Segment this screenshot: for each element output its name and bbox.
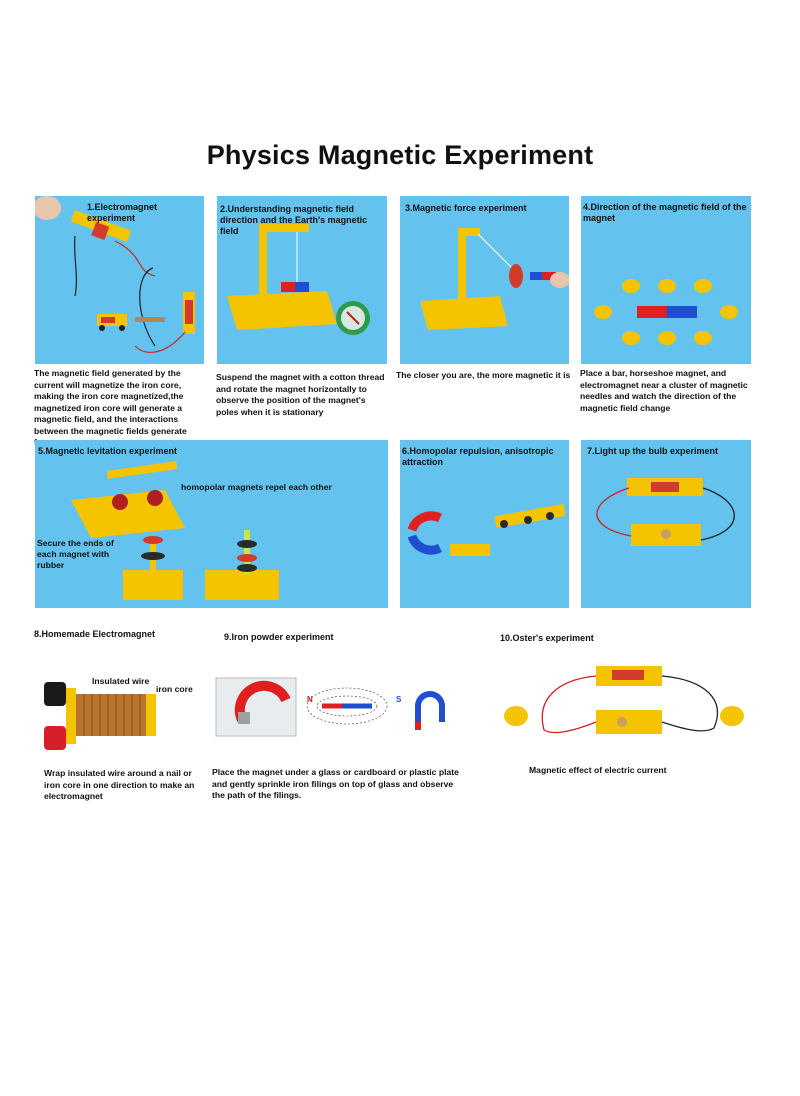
experiment-2-title: 2.Understanding magnetic field direction… <box>220 204 368 236</box>
experiment-3-panel: 3.Magnetic force experiment <box>400 196 569 364</box>
experiment-8-title: 8.Homemade Electromagnet <box>34 629 156 639</box>
experiment-9-title: 9.Iron powder experiment <box>224 632 334 642</box>
experiment-5-title: 5.Magnetic levitation experiment <box>38 446 178 456</box>
repulsion-illustration <box>407 504 566 556</box>
experiment-3-title: 3.Magnetic force experiment <box>405 203 527 213</box>
oersted-illustration <box>504 666 744 734</box>
rubber-label: Secure the ends of each magnet with rubb… <box>37 538 114 570</box>
levitation-illustration <box>71 461 279 600</box>
experiment-4-title: 4.Direction of the magnetic field of the… <box>583 202 747 223</box>
iron-powder-illustration <box>215 677 445 737</box>
electromagnet-illustration <box>35 196 195 353</box>
experiment-1-panel: 1.Electromagnet experiment <box>35 196 204 364</box>
experiment-10-description: Magnetic effect of electric current <box>529 765 667 775</box>
repel-label: homopolar magnets repel each other <box>181 482 332 492</box>
experiment-10-title: 10.Oster's experiment <box>500 633 594 643</box>
experiment-1-description: The magnetic field generated by the curr… <box>34 368 187 447</box>
bulb-circuit-illustration <box>596 478 735 546</box>
experiment-9-description: Place the magnet under a glass or cardbo… <box>212 767 459 800</box>
experiment-7-title: 7.Light up the bulb experiment <box>587 446 719 456</box>
experiment-4-panel: 4.Direction of the magnetic field of the… <box>581 196 751 364</box>
magnetic-force-illustration <box>420 228 569 330</box>
insulated-wire-label: Insulated wire <box>92 676 150 686</box>
homemade-electromagnet-illustration <box>44 682 156 750</box>
experiment-6-panel: 6.Homopolar repulsion, anisotropic attra… <box>400 440 569 608</box>
experiment-5-panel: 5.Magnetic levitation experiment homopol… <box>35 440 388 608</box>
experiment-3-description: The closer you are, the more magnetic it… <box>396 370 571 380</box>
experiment-2-description: Suspend the magnet with a cotton thread … <box>216 372 385 417</box>
suspended-magnet-illustration <box>227 224 370 335</box>
experiment-8-description: Wrap insulated wire around a nail or iro… <box>44 768 195 801</box>
compass-needles-illustration <box>594 279 738 345</box>
experiment-6-title: 6.Homopolar repulsion, anisotropic attra… <box>402 446 554 467</box>
north-pole-label: N <box>307 695 313 704</box>
page-title: Physics Magnetic Experiment <box>206 140 594 170</box>
experiment-4-description: Place a bar, horseshoe magnet, and elect… <box>580 368 748 413</box>
iron-core-label: iron core <box>156 684 193 694</box>
experiment-2-panel: 2.Understanding magnetic field direction… <box>217 196 387 364</box>
south-pole-label: S <box>396 695 402 704</box>
experiment-1-title: 1.Electromagnet experiment <box>87 202 158 223</box>
experiment-7-panel: 7.Light up the bulb experiment <box>581 440 751 608</box>
